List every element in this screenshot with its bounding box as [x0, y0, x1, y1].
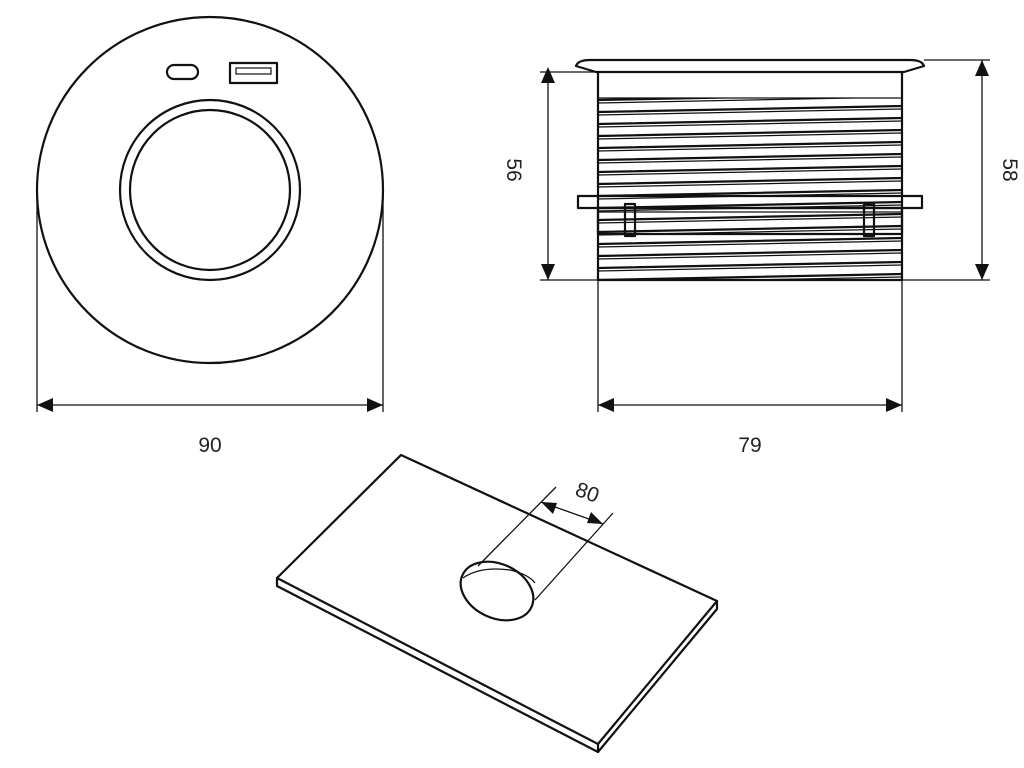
thread-line-26: [598, 248, 902, 258]
dimension-arrow-79-left: [598, 398, 614, 412]
side-view-clamp-right: [862, 202, 876, 238]
dimension-arrow-58-bottom: [975, 264, 989, 280]
desk-panel-edge-front: [275, 576, 600, 754]
dimension-label-58: 58: [998, 158, 1021, 181]
dimension-label-56: 56: [502, 158, 525, 181]
desk-cutout-view: 80: [275, 453, 719, 754]
dimension-arrow-79-right: [886, 398, 902, 412]
dimension-label-80: 80: [572, 478, 602, 508]
thread-line-27: [598, 252, 902, 260]
thread-line-28: [598, 260, 902, 270]
desk-panel-edge-side: [596, 599, 719, 754]
thread-line-20: [598, 212, 902, 222]
thread-line-24: [598, 236, 902, 246]
dimension-label-79: 79: [738, 434, 761, 457]
cutout-extension-line-1: [477, 486, 557, 567]
dimension-label-90: 90: [198, 434, 221, 457]
thread-line-8: [598, 140, 902, 150]
thread-line-15: [598, 180, 902, 188]
dimension-arrow-80-right: [587, 512, 603, 524]
thread-line-21: [598, 216, 902, 224]
thread-line-7: [598, 132, 902, 140]
thread-line-25: [598, 240, 902, 248]
top-view: 90: [35, 15, 385, 457]
thread-line-22: [598, 224, 902, 234]
thread-line-31: [719, 276, 902, 280]
thread-line-5: [598, 120, 902, 128]
thread-line-11: [598, 156, 902, 164]
dimension-arrow-58-top: [975, 60, 989, 76]
thread-line-9: [598, 144, 902, 152]
thread-line-29: [598, 264, 902, 272]
usb-c-port-icon: [165, 63, 200, 81]
top-view-cover-outer: [118, 98, 302, 282]
dimension-arrow-90-left: [37, 398, 53, 412]
thread-line-13: [598, 168, 902, 176]
dimension-arrow-56-bottom: [541, 264, 555, 280]
thread-line-30: [598, 272, 902, 280]
thread-line-12: [598, 164, 902, 174]
side-view: 56 58 79: [502, 58, 1021, 457]
side-view-threads: [598, 98, 902, 280]
dimension-arrow-56-top: [541, 67, 555, 83]
dimension-arrow-90-right: [367, 398, 383, 412]
desk-cutout-hole: [459, 560, 535, 622]
thread-line-10: [598, 152, 902, 162]
usb-a-port-tongue: [235, 67, 272, 75]
thread-line-1: [598, 98, 882, 104]
thread-line-3: [598, 108, 902, 116]
thread-line-2: [598, 104, 902, 114]
thread-line-6: [598, 128, 902, 138]
side-view-clamp-left: [623, 202, 637, 238]
desk-cutout-hole-inner-wall: [462, 568, 536, 584]
top-view-outer-ring: [35, 15, 385, 365]
thread-line-0: [598, 98, 756, 102]
side-view-lock-ring: [596, 206, 904, 236]
side-view-top-flange: [574, 58, 926, 74]
top-view-cover-inner: [128, 108, 292, 272]
dimension-arrow-80-left: [541, 502, 557, 514]
thread-line-14: [598, 176, 902, 186]
usb-a-port-icon: [228, 61, 279, 85]
cutout-extension-line-2: [534, 512, 614, 601]
thread-line-4: [598, 116, 902, 126]
